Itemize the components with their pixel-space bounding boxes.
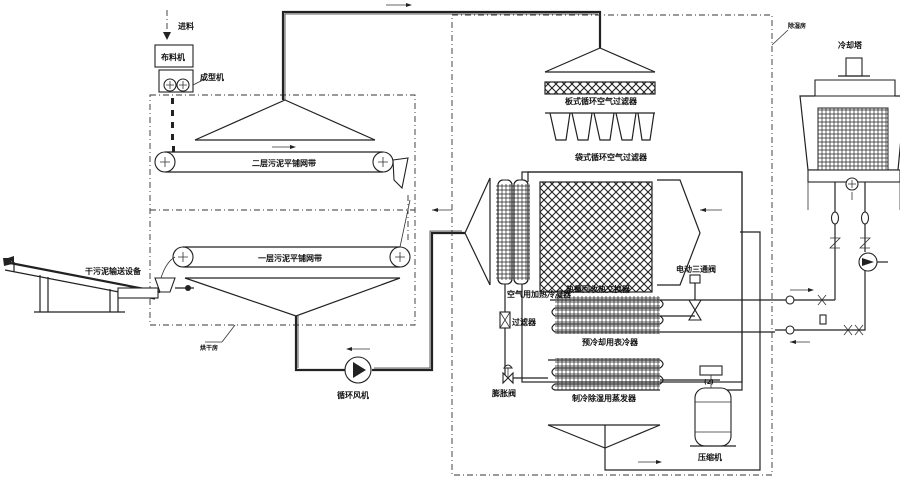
fan-flow-arrow	[346, 347, 370, 351]
water-out-arrow	[790, 288, 814, 292]
filter-label: 过滤器	[512, 317, 537, 327]
condenser-coil	[496, 179, 530, 285]
bottom-return-arrow	[638, 460, 662, 464]
upper-chute	[392, 157, 409, 190]
belt-lower-label: 一层污泥平铺网带	[258, 253, 322, 263]
evaporator-coil	[548, 358, 664, 391]
dehumid-room-outline	[451, 14, 773, 476]
precooler-coil	[550, 296, 664, 334]
bag-filter-label: 袋式循环空气过滤器	[574, 152, 648, 162]
tower-label: 冷却塔	[838, 40, 863, 50]
top-duct-arrow	[386, 3, 412, 7]
three-way-valve	[688, 274, 702, 321]
heat-exchanger	[539, 181, 653, 293]
condenser-label: 空气用加热冷凝器	[507, 289, 572, 299]
bottom-duct	[294, 316, 345, 372]
compressor	[690, 365, 736, 447]
right-diffuser-arrow	[700, 208, 722, 212]
distributor-label: 布料机	[160, 52, 185, 62]
heat-exchanger-label: 热量回收热交换器	[566, 284, 631, 294]
fan-symbol	[353, 362, 366, 378]
refrigerant-piping	[527, 171, 761, 471]
plate-filter	[544, 81, 656, 95]
forming-label: 成型机	[200, 72, 224, 82]
bag-filter	[545, 112, 655, 141]
lower-belt	[172, 199, 411, 268]
fan-label: 循环风机	[336, 390, 369, 400]
feed-arrow	[163, 10, 171, 40]
lower-hood	[184, 277, 401, 317]
fan-to-dehumid-duct	[372, 231, 465, 372]
belt-upper-label: 二层污泥平铺网带	[252, 158, 316, 168]
compressor-marker: (2)	[704, 379, 714, 386]
plate-filter-label: 板式循环空气过滤器	[565, 96, 638, 106]
dehumid-room-label: 除湿房	[788, 22, 806, 30]
falling-sludge	[171, 98, 175, 152]
cooling-water-lines	[742, 182, 888, 336]
return-air-arrow	[432, 208, 452, 212]
upper-hood	[194, 99, 376, 141]
left-diffuser	[464, 177, 491, 286]
conveyor-equipment	[3, 256, 194, 313]
evaporator-label: 制冷除湿用蒸发器	[572, 393, 637, 403]
upper-belt-arrow	[272, 145, 296, 149]
feed-label: 进料	[178, 21, 194, 31]
valve3-label: 电动三通阀	[676, 264, 716, 274]
conveyor-label: 干污泥输送设备	[85, 266, 142, 276]
top-duct	[281, 10, 602, 100]
forming-leader	[192, 78, 206, 86]
water-in-arrow	[790, 340, 810, 344]
distributor-box	[154, 44, 194, 68]
compressor-label: 压缩机	[698, 452, 722, 462]
dehumid-lower-hood	[547, 424, 661, 449]
cooling-tower	[799, 57, 900, 210]
dryer-room-label: 烘干房	[200, 344, 218, 352]
precooler-label: 预冷却用表冷器	[582, 337, 639, 347]
right-diffuser	[657, 179, 701, 286]
expansion-label: 膨胀阀	[491, 388, 516, 398]
intake-hood	[544, 47, 656, 73]
